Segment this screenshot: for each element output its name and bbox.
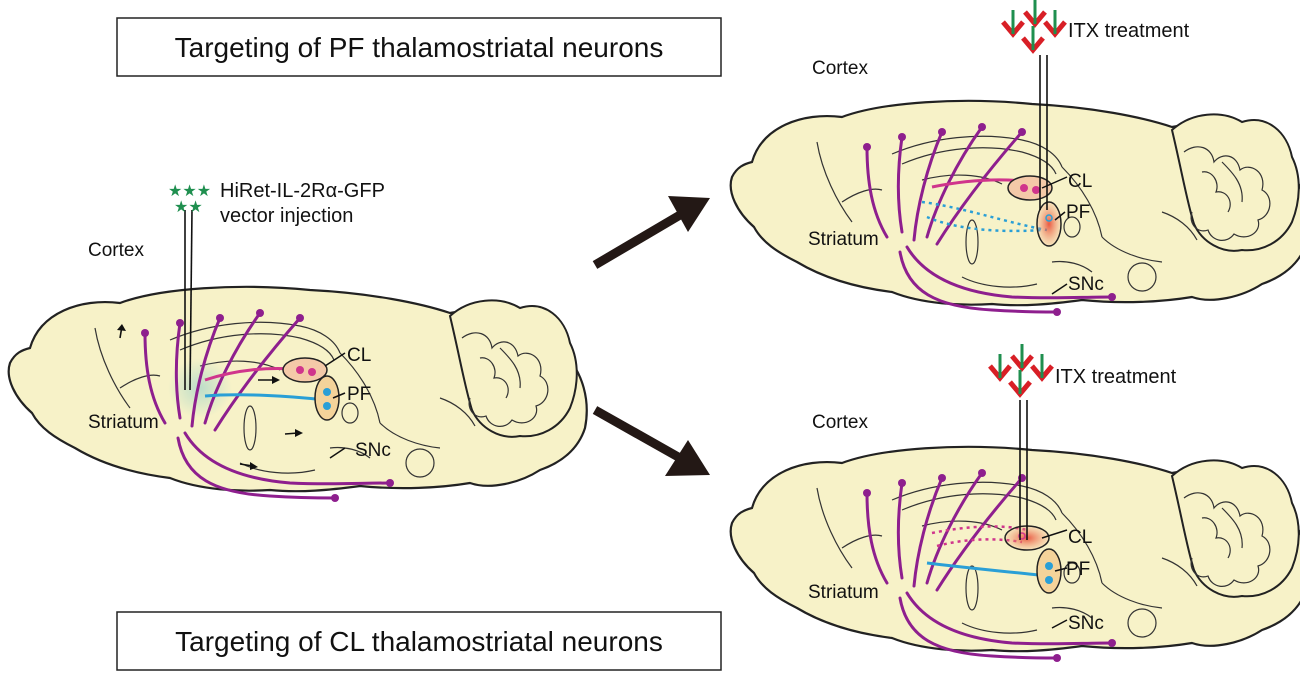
injection-brain-panel: [7, 285, 588, 504]
immunotoxin-icon-top: [1003, 0, 1065, 50]
right-arrow-icon-upper: [592, 196, 710, 269]
title-cl: Targeting of CL thalamostriatal neurons: [175, 626, 663, 657]
striatum-label-top-right: Striatum: [808, 229, 879, 250]
cortex-label-top-right: Cortex: [812, 58, 868, 79]
svg-text:★★★: ★★★: [168, 183, 211, 200]
brain-section-bottom-right: [729, 445, 1300, 653]
pf-label-left: PF: [347, 384, 371, 405]
cl-label-top-right: CL: [1068, 171, 1092, 192]
pf-projection-left: [204, 393, 326, 402]
pf-projection-bottom-right: [926, 561, 1048, 578]
cl-projection-degenerated: [931, 525, 1028, 535]
treatment-label-bottom: ITX treatment: [1055, 366, 1177, 388]
pf-ablation-brain-panel: [729, 99, 1300, 318]
snc-label-left: SNc: [355, 440, 391, 461]
svg-text:★★: ★★: [174, 199, 203, 216]
injection-label-line2: vector injection: [220, 205, 353, 227]
gfp-vector-star-icon: ★★★ ★★: [168, 183, 211, 216]
cortex-label-bottom-right: Cortex: [812, 412, 868, 433]
snc-label-bottom-right: SNc: [1068, 613, 1104, 634]
cl-ablation-brain-panel: [729, 445, 1300, 664]
cl-label-bottom-right: CL: [1068, 527, 1092, 548]
cortex-label-left: Cortex: [88, 240, 144, 261]
pf-label-top-right: PF: [1066, 202, 1090, 223]
pf-nucleus-left: [314, 375, 340, 421]
gfp-injection-site: [168, 358, 232, 418]
title-box-cl: [116, 611, 722, 671]
title-pf: Targeting of PF thalamostriatal neurons: [175, 32, 664, 63]
striatum-label-bottom-right: Striatum: [808, 582, 879, 603]
injection-label-line1: HiRet-IL-2Rα-GFP: [220, 180, 385, 202]
striatum-label-left: Striatum: [88, 412, 159, 433]
right-arrow-icon-lower: [592, 406, 710, 476]
treatment-label-top: ITX treatment: [1068, 20, 1190, 42]
title-box-pf: [116, 17, 722, 77]
immunotoxin-icon-bottom: [990, 344, 1052, 394]
pf-projection-degenerated: [921, 200, 1048, 232]
cl-nucleus-left: [282, 357, 328, 383]
brain-section-top-right: [729, 99, 1300, 307]
pf-label-bottom-right: PF: [1066, 559, 1090, 580]
pf-ablated-site: [1036, 201, 1062, 247]
snc-label-top-right: SNc: [1068, 274, 1104, 295]
cl-label-left: CL: [347, 345, 371, 366]
